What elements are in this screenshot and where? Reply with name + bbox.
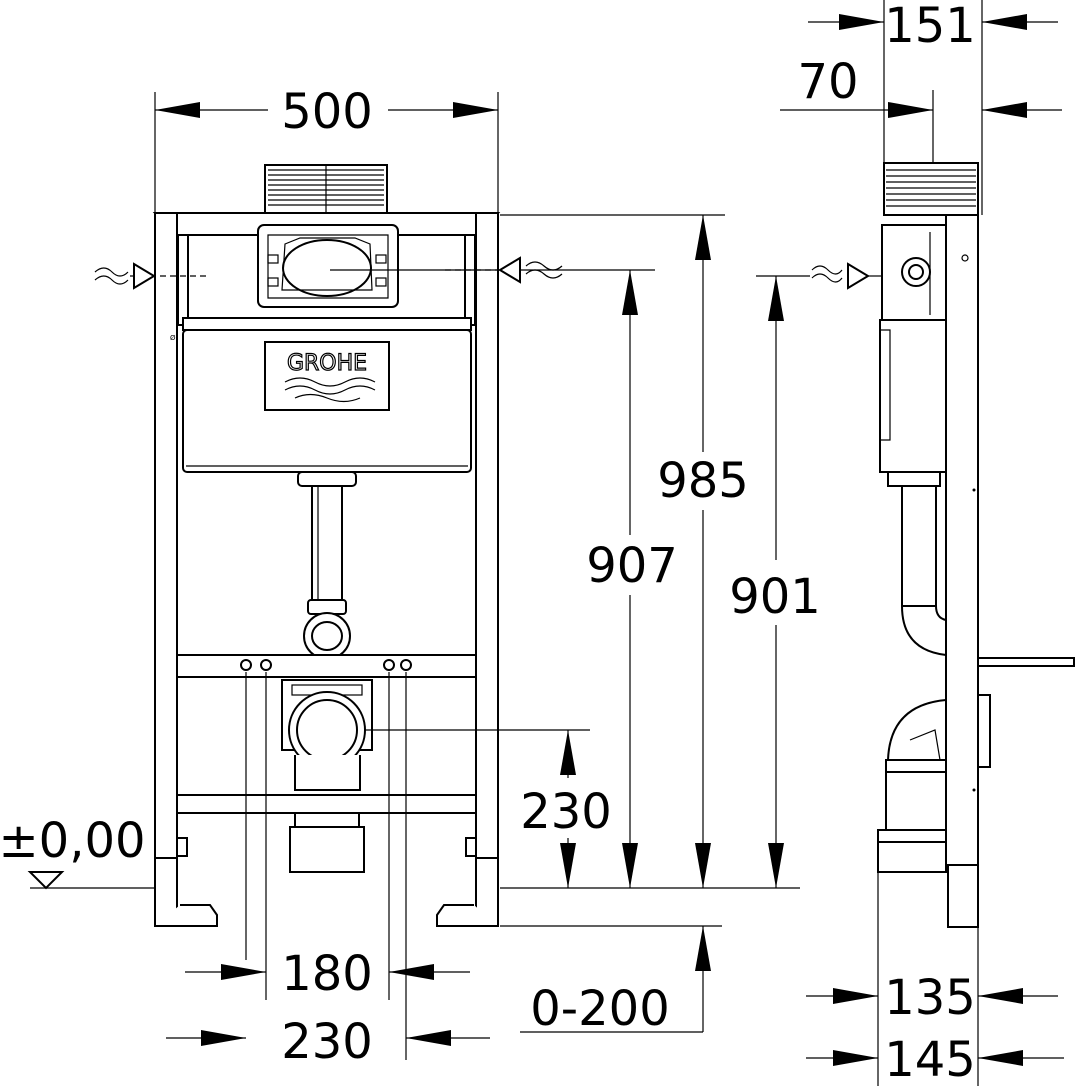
side-flush-plate (883, 162, 979, 216)
flush-plate-top (264, 164, 388, 214)
stud-bolts (240, 659, 412, 1060)
floor-level-label: ±0,00 (0, 813, 146, 869)
side-waste-elbow (886, 698, 947, 761)
water-inlet-left (94, 262, 210, 290)
front-view: GROHE Ø (94, 164, 655, 1060)
grohe-logo-box (264, 341, 390, 411)
inlet-arrow-icon (498, 256, 521, 284)
frame-rails (176, 654, 477, 814)
water-inlet-right (330, 256, 655, 284)
dim-180-label: 180 (281, 946, 373, 1002)
side-water-inlet (756, 262, 882, 290)
frame-left-upright (154, 212, 218, 927)
dim-145-label: 145 (884, 1032, 976, 1086)
inlet-arrow-icon (133, 262, 156, 290)
inlet-arrow-icon (847, 262, 870, 290)
side-cistern (879, 319, 947, 473)
dim-985-label: 985 (657, 453, 749, 509)
logo-wave-icon (284, 377, 376, 387)
dim-70-label: 70 (797, 54, 858, 110)
dim-230-vertical-label: 230 (520, 784, 612, 840)
cistern: GROHE Ø (170, 317, 472, 473)
inlet-bracket (257, 224, 399, 308)
frame-right-upright (436, 212, 499, 927)
side-inlet-valve (881, 224, 947, 321)
side-frame-upright (945, 214, 979, 866)
dim-907-label: 907 (586, 538, 678, 594)
dim-901-label: 901 (729, 569, 821, 625)
flush-pipe (297, 471, 357, 660)
side-stud (977, 657, 1075, 667)
logo-text: GROHE (287, 351, 367, 376)
dim-135-label: 135 (884, 970, 976, 1026)
dim-151-label: 151 (884, 0, 976, 54)
dim-0-200-label: 0-200 (530, 981, 669, 1037)
dim-500-label: 500 (281, 84, 373, 140)
svg-text:Ø: Ø (170, 334, 176, 342)
waste-outlet (281, 679, 373, 873)
side-dimensions: 151 70 901 135 145 (729, 0, 1064, 1086)
floor-level-icon (27, 871, 65, 890)
front-dimensions: 500 985 907 230 ±0,00 0-200 (0, 84, 800, 1070)
dim-230-horizontal-label: 230 (281, 1014, 373, 1070)
side-view (877, 162, 1075, 928)
